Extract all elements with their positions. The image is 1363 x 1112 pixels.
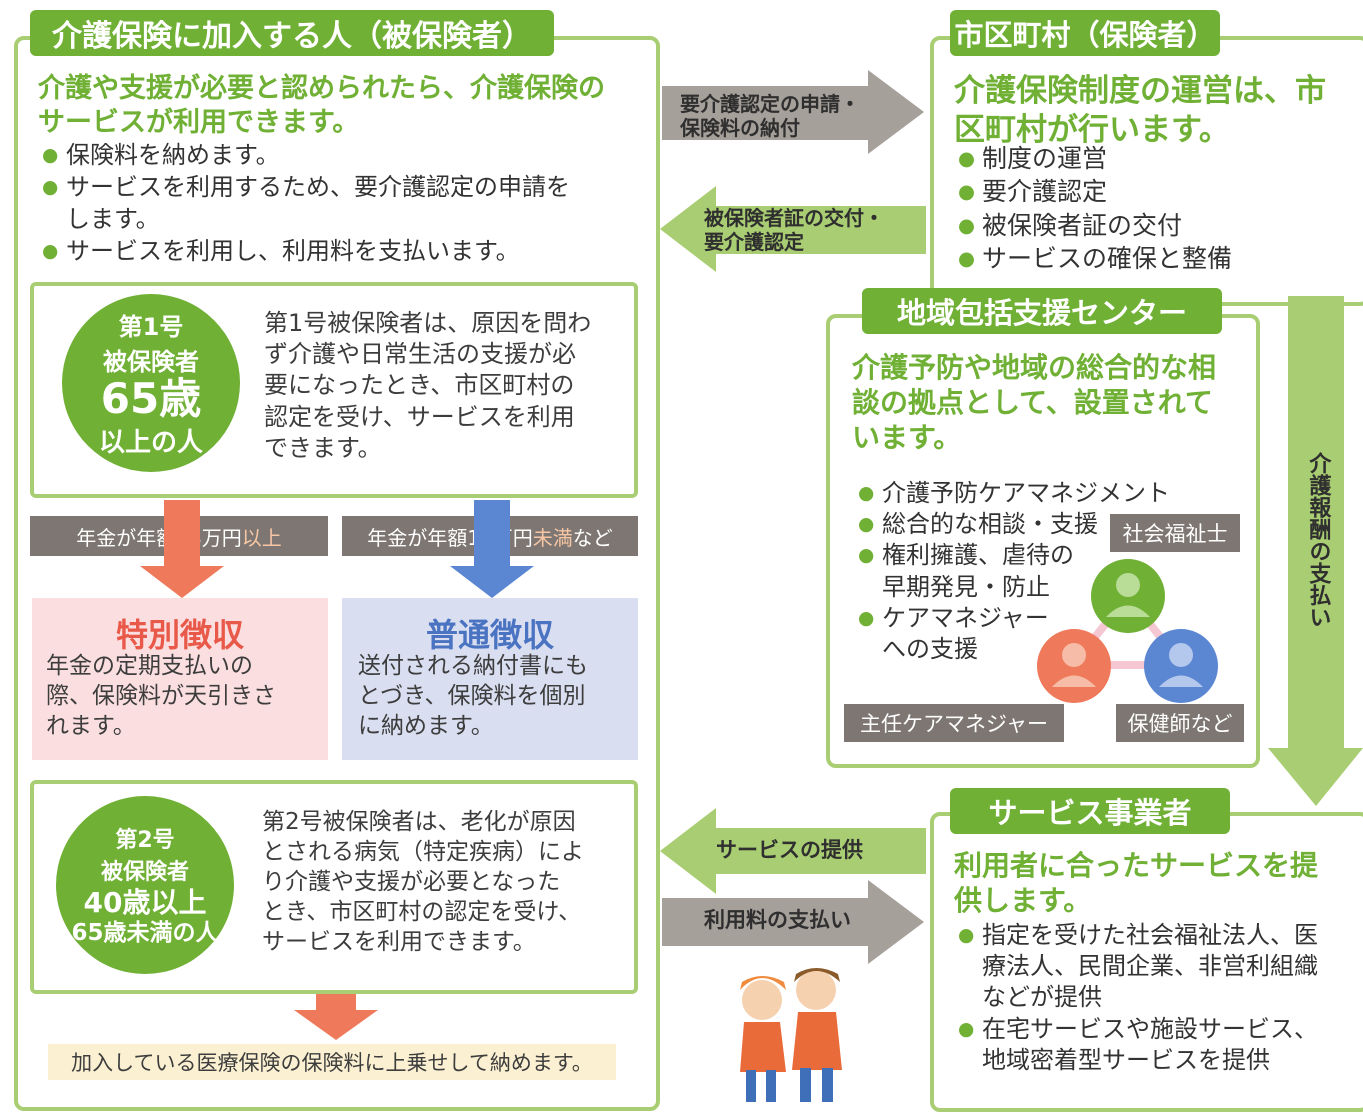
insured-bullet: サービスを利用し、利用料を支払います。 <box>42 236 652 268</box>
municipality-bullets: 制度の運営 要介護認定 被保険者証の交付 サービスの確保と整備 <box>958 142 1232 275</box>
normal-collection-title: 普通徴収 <box>425 616 554 654</box>
normal-collection-text: 送付される納付書にもとづき、保険料を個別に納めます。 <box>358 653 588 739</box>
center-lead: 介護予防や地域の総合的な相談の拠点として、設置されています。 <box>852 351 1217 454</box>
center-bullet: 総合的な相談・支援 <box>858 509 1170 541</box>
social-worker-tag: 社会福祉士 <box>1110 514 1240 552</box>
badge-label: 被保険者 <box>100 860 189 886</box>
service-provision-arrow <box>660 808 926 894</box>
badge-age: 40歳以上 <box>83 886 207 920</box>
special-collection-text: 年金の定期支払いの際、保険料が天引きされます。 <box>46 653 276 739</box>
badge-age: 65歳 <box>100 374 202 424</box>
municipality-bullet: 要介護認定 <box>958 175 1232 208</box>
provider-bullet: 在宅サービスや施設サービス、地域密着型サービスを提供 <box>958 1014 1318 1076</box>
badge-label: 第2号 <box>115 828 175 854</box>
provider-lead: 利用者に合ったサービスを提供します。 <box>954 849 1319 917</box>
care-manager-icon <box>1037 629 1111 703</box>
fee-payment-arrow <box>662 880 924 964</box>
pension-high-down-arrow <box>140 500 224 598</box>
care-worker-right-icon <box>792 968 842 1102</box>
insured-bullet: 保険料を納めます。 <box>42 140 652 172</box>
badge-label: 第1号 <box>118 313 184 342</box>
service-provision-label: サービスの提供 <box>716 838 863 862</box>
reward-payment-label: 介護報酬の支払い <box>1305 452 1331 628</box>
certificate-arrow <box>660 186 926 272</box>
special-collection-title: 特別徴収 <box>115 616 244 654</box>
municipality-title: 市区町村（保険者） <box>950 10 1220 56</box>
social-worker-icon <box>1091 559 1165 633</box>
municipality-bullet: 制度の運営 <box>958 142 1232 175</box>
application-arrow-label: 要介護認定の申請・保険料の納付 <box>680 92 860 140</box>
second-insured-badge: 第2号 被保険者 40歳以上 65歳未満の人 <box>56 796 234 974</box>
badge-label: 以上の人 <box>98 427 203 458</box>
public-health-nurse-icon <box>1144 629 1218 703</box>
center-title: 地域包括支援センター <box>862 288 1222 334</box>
application-arrow <box>662 70 924 154</box>
municipality-bullet: サービスの確保と整備 <box>958 242 1232 275</box>
nurse-tag: 保健師など <box>1116 704 1244 742</box>
second-insured-description: 第2号被保険者は、老化が原因とされる病気（特定疾病）によ り介護や支援が必要とな… <box>262 809 584 955</box>
care-worker-left-icon <box>740 976 786 1102</box>
normal-collection-box: 普通徴収 送付される納付書にもとづき、保険料を個別に納めます。 <box>342 598 638 760</box>
center-bullet: 介護予防ケアマネジメント <box>858 478 1170 510</box>
fee-payment-label: 利用料の支払い <box>704 908 851 932</box>
provider-title: サービス事業者 <box>950 788 1230 834</box>
pension-low-down-arrow <box>450 500 534 598</box>
badge-age: 65歳未満の人 <box>71 920 219 946</box>
first-insured-description: 第1号被保険者は、原因を問わず介護や日常生活の支援が必 要になったとき、市区町村… <box>264 309 592 462</box>
insured-title: 介護保険に加入する人（被保険者） <box>30 10 554 56</box>
reward-payment-arrow <box>1268 296 1363 806</box>
medical-down-arrow <box>294 994 378 1040</box>
municipality-bullet: 被保険者証の交付 <box>958 209 1232 242</box>
care-manager-tag: 主任ケアマネジャー <box>844 704 1064 742</box>
first-insured-badge: 第1号 被保険者 65歳 以上の人 <box>62 294 240 472</box>
insured-lead: 介護や支援が必要と認められたら、介護保険のサービスが利用できます。 <box>38 73 605 138</box>
certificate-arrow-label: 被保険者証の交付・要介護認定 <box>704 206 884 254</box>
badge-label: 被保険者 <box>103 348 199 377</box>
medical-insurance-note: 加入している医療保険の保険料に上乗せして納めます。 <box>48 1044 616 1080</box>
special-collection-box: 特別徴収 年金の定期支払いの際、保険料が天引きされます。 <box>32 598 328 760</box>
